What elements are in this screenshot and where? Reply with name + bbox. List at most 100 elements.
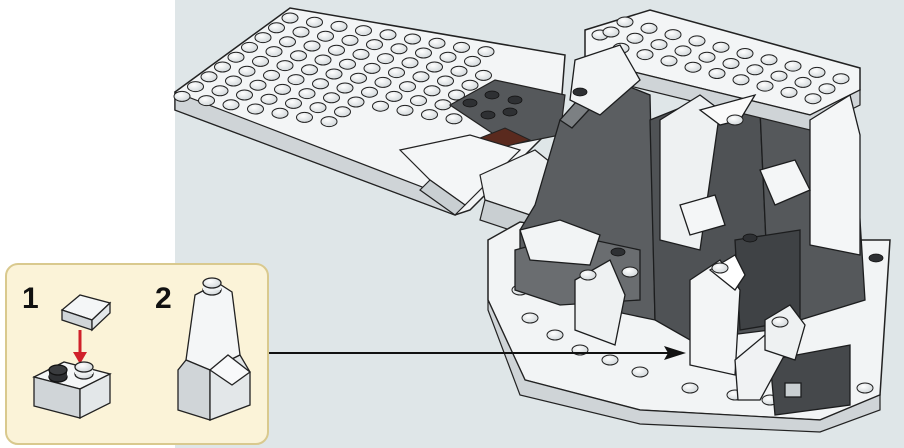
stud	[732, 74, 750, 86]
stud	[350, 72, 367, 84]
callout-pointer	[268, 346, 686, 360]
stud	[390, 43, 408, 55]
slope-brick-1x1-icon	[60, 294, 112, 332]
stud	[341, 34, 359, 46]
stud	[626, 32, 644, 44]
stud	[328, 44, 345, 56]
stud	[770, 70, 788, 82]
stud	[396, 104, 414, 116]
stud	[712, 41, 730, 53]
stud	[804, 93, 822, 105]
stud	[334, 106, 351, 118]
step-number-2: 2	[155, 282, 172, 315]
stud	[222, 99, 240, 111]
stud	[339, 58, 356, 70]
stud	[477, 46, 495, 58]
stud	[674, 45, 692, 57]
stud	[818, 83, 836, 95]
stud	[276, 60, 294, 72]
stud	[602, 26, 620, 38]
stud	[760, 54, 778, 66]
stud	[330, 20, 348, 32]
stud	[412, 71, 430, 83]
stud	[439, 51, 457, 63]
stud	[377, 53, 394, 65]
stud	[323, 92, 340, 104]
stud	[279, 36, 296, 48]
stud	[274, 83, 291, 95]
stud	[287, 74, 305, 86]
white-studs-core	[579, 114, 789, 328]
stud	[263, 69, 280, 81]
stud	[722, 58, 740, 69]
stud	[448, 89, 465, 101]
baseplate-studs	[173, 12, 495, 128]
stud	[784, 60, 802, 72]
stud	[366, 39, 383, 51]
stud	[187, 81, 204, 93]
stud	[352, 48, 370, 60]
stud	[450, 65, 468, 77]
brick-1x2-icon	[32, 361, 112, 420]
stud	[200, 71, 218, 83]
stud	[794, 76, 812, 88]
step-number-1: 1	[22, 282, 39, 315]
stud	[312, 78, 329, 90]
stud	[265, 46, 283, 58]
step-1: 1	[22, 282, 112, 420]
stud	[225, 75, 242, 87]
stud	[780, 86, 798, 98]
stud	[296, 111, 313, 123]
stud	[271, 107, 289, 119]
stud	[198, 95, 215, 107]
stud	[303, 40, 321, 52]
stud	[453, 41, 470, 53]
stud	[650, 39, 668, 51]
stud	[379, 29, 397, 41]
stud	[249, 79, 267, 91]
stud	[252, 55, 269, 67]
stud	[688, 35, 706, 47]
stud	[306, 16, 323, 28]
stud	[410, 95, 427, 107]
stud	[211, 85, 229, 97]
down-arrow-icon	[73, 330, 87, 364]
stud	[445, 113, 463, 125]
stud	[475, 69, 492, 81]
stud	[399, 81, 416, 93]
stud	[314, 54, 332, 66]
stud	[236, 89, 253, 101]
top-plate-studs	[591, 16, 850, 105]
slope-small-center	[679, 194, 726, 236]
stud	[421, 109, 438, 121]
stud	[461, 79, 479, 91]
stud	[428, 37, 446, 49]
stud	[241, 41, 258, 53]
slope-tall-1	[689, 259, 741, 376]
dark-plate	[448, 79, 566, 149]
stud	[260, 93, 278, 105]
stud	[756, 80, 774, 92]
stud	[374, 76, 392, 88]
stud	[616, 16, 634, 28]
stud	[415, 47, 432, 59]
dark-studs-core	[572, 87, 758, 257]
stud	[363, 62, 381, 74]
stud	[808, 66, 826, 78]
stud	[372, 100, 389, 112]
stud	[238, 65, 256, 77]
stud	[708, 68, 726, 79]
stud	[285, 97, 302, 109]
stud	[173, 90, 191, 102]
stud	[281, 12, 299, 24]
small-grey-part	[784, 382, 802, 398]
stud	[736, 48, 754, 59]
step-2: 2	[155, 277, 252, 421]
stud	[437, 75, 454, 87]
stud	[254, 32, 272, 44]
stud	[292, 26, 310, 38]
stud	[832, 73, 850, 85]
stud	[247, 103, 264, 115]
